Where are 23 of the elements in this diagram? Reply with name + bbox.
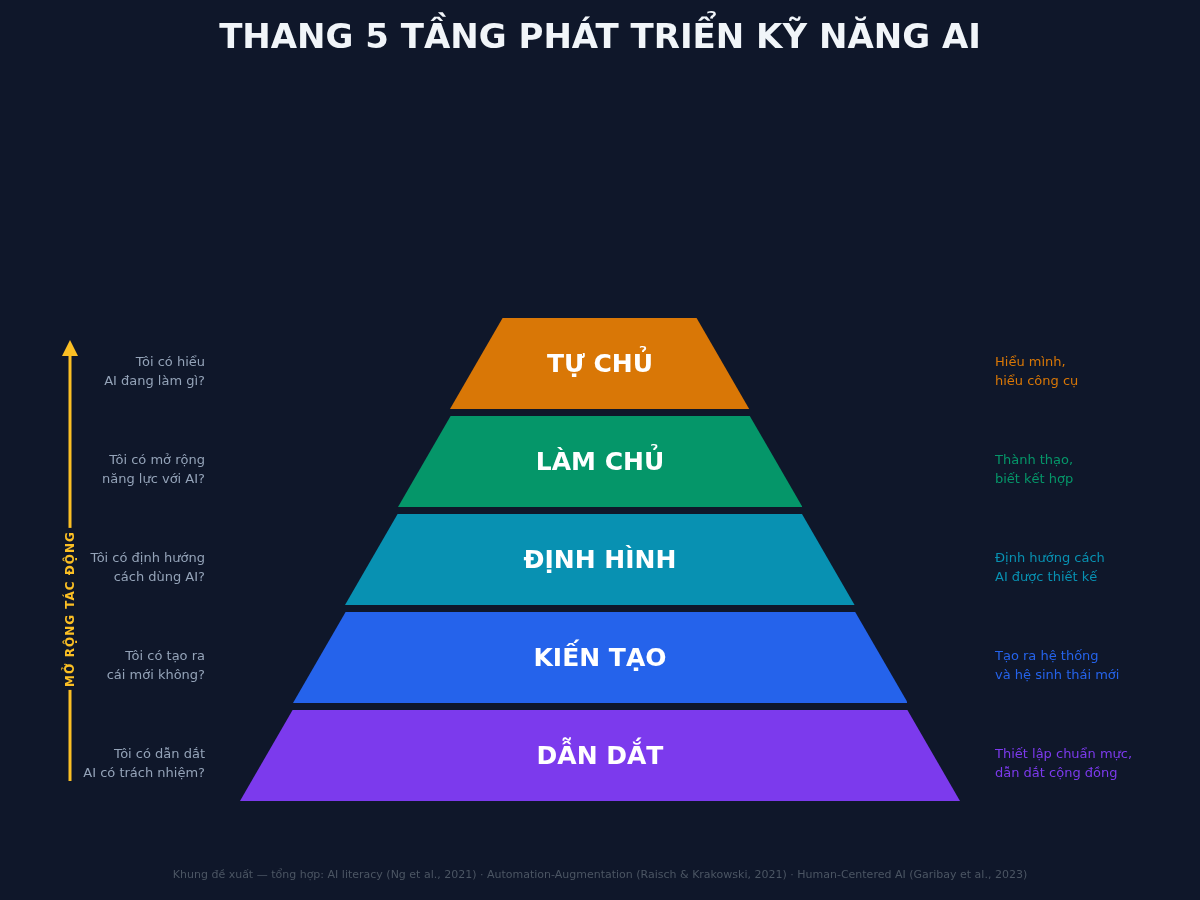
description-text: Hiểu mình, hiểu công cụ — [995, 352, 1079, 390]
pyramid-tier — [345, 514, 855, 605]
pyramid-tier — [397, 416, 803, 507]
tier-title: LÀM CHỦ — [535, 445, 665, 478]
description-text: Thành thạo, biết kết hợp — [995, 450, 1074, 488]
axis-label: MỞ RỘNG TÁC ĐỘNG — [62, 528, 78, 690]
description-text: Tạo ra hệ thống và hệ sinh thái mới — [995, 646, 1120, 684]
description-text: Thiết lập chuẩn mực, dẫn dắt cộng đồng — [995, 744, 1133, 782]
diagram-title: THANG 5 TẦNG PHÁT TRIỂN KỸ NĂNG AI — [219, 13, 981, 59]
question-text: Tôi có hiểu AI đang làm gì? — [104, 352, 205, 390]
question-text: Tôi có mở rộng năng lực với AI? — [102, 450, 205, 488]
question-text: Tôi có tạo ra cái mới không? — [106, 646, 205, 684]
tier-title: DẪN DẮT — [536, 739, 664, 772]
tier-title: TỰ CHỦ — [546, 347, 654, 380]
tier-title: ĐỊNH HÌNH — [523, 543, 677, 576]
question-text: Tôi có dẫn dắt AI có trách nhiệm? — [83, 744, 205, 782]
description-text: Định hướng cách AI được thiết kế — [995, 548, 1105, 586]
pyramid-tier — [240, 710, 960, 801]
pyramid-tier — [450, 318, 750, 409]
pyramid-tier — [292, 612, 908, 703]
tier-title: KIẾN TẠO — [533, 641, 667, 674]
question-text: Tôi có định hướng cách dùng AI? — [90, 548, 205, 586]
source-caption: Khung đề xuất — tổng hợp: AI literacy (Ng et al., 2021) · Automation-Augmentation (Raisch & Krakowski, 2021) · Human-Centered AI (Garibay et al., 2023) — [172, 867, 1028, 883]
